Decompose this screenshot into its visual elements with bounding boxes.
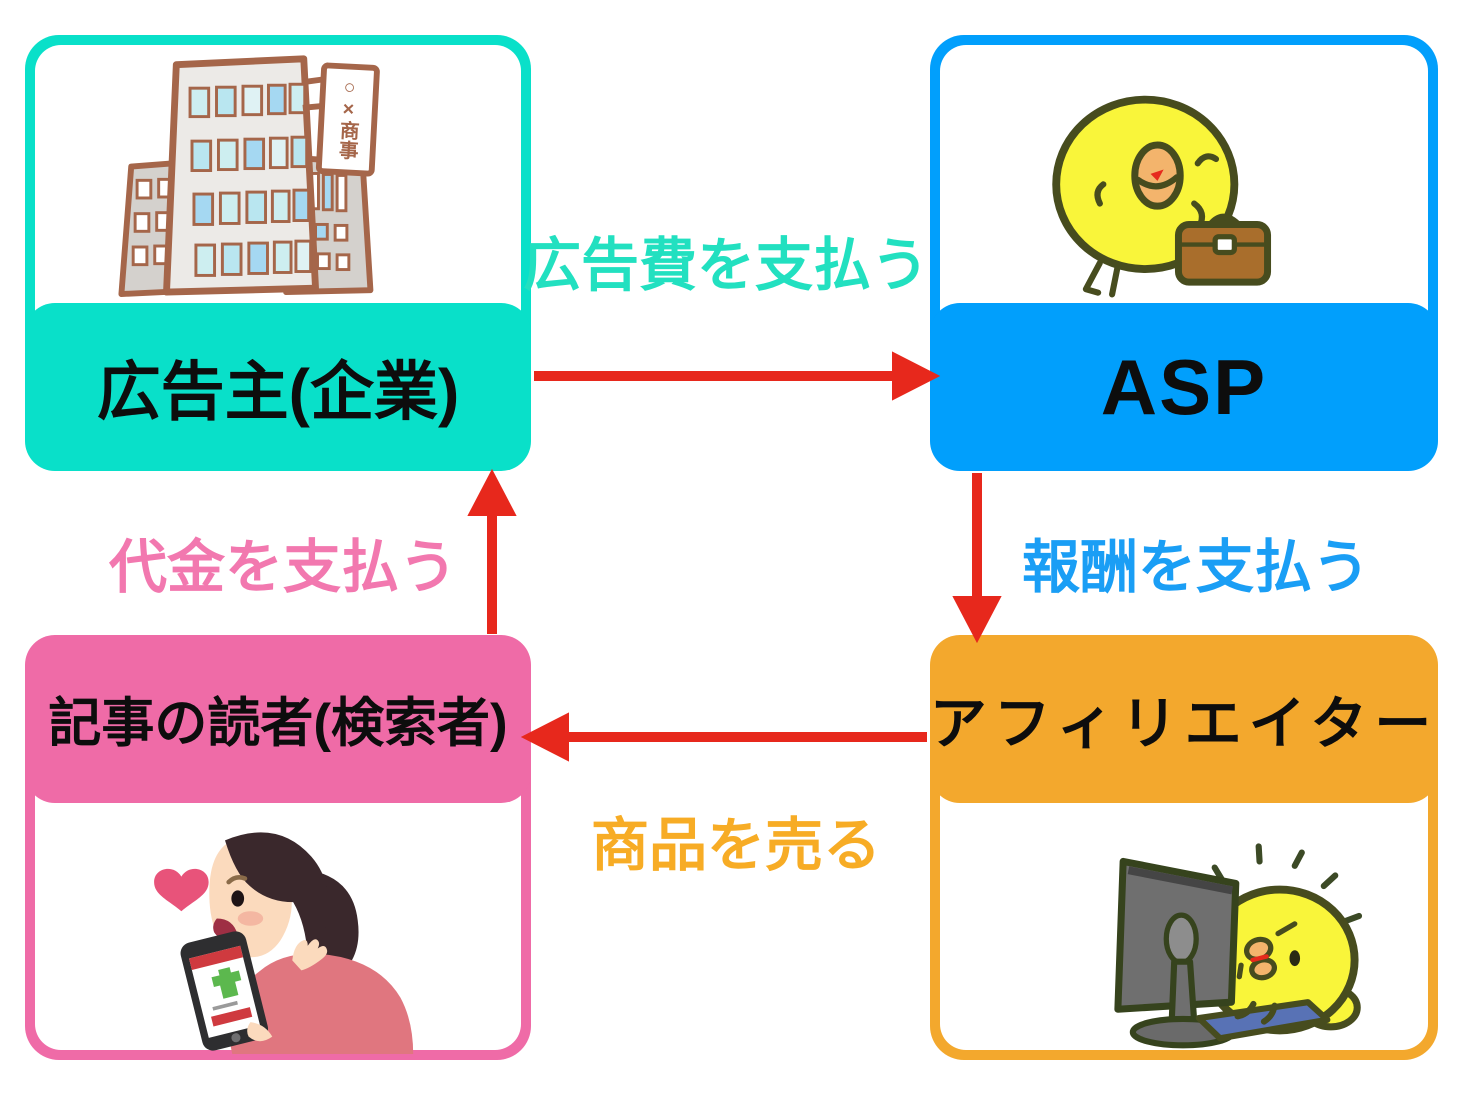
reader-box: 記事の読者(検索者) bbox=[25, 635, 531, 1060]
asp-label: ASP bbox=[1100, 342, 1268, 431]
advertiser-box: ○×商事 広告主(企業) bbox=[25, 35, 531, 471]
woman-smartphone-svg bbox=[154, 832, 414, 1054]
chick-briefcase-svg bbox=[1052, 95, 1272, 298]
company-sign-text: ○×商事 bbox=[335, 76, 362, 161]
advertiser-label: 広告主(企業) bbox=[96, 356, 460, 428]
chick-briefcase-illustration bbox=[1030, 90, 1292, 304]
arrow-asp-to-affiliater bbox=[952, 473, 1002, 644]
arrow-advertiser-to-asp bbox=[534, 351, 941, 401]
reader-label: 記事の読者(検索者) bbox=[48, 694, 508, 753]
asp-box: ASP bbox=[930, 35, 1438, 471]
chick-computer-svg bbox=[1114, 843, 1363, 1049]
advertiser-band: 広告主(企業) bbox=[25, 303, 531, 471]
flow-label-pay-ad-fee: 広告費を支払う bbox=[523, 233, 930, 298]
woman-smartphone-illustration bbox=[125, 813, 425, 1054]
affiliater-label: アフィリエイター bbox=[929, 692, 1439, 756]
affiliater-band: アフィリエイター bbox=[930, 635, 1438, 803]
chick-computer-illustration bbox=[1042, 835, 1368, 1055]
office-buildings-svg: ○×商事 bbox=[118, 55, 380, 297]
flow-label-sell-product: 商品を売る bbox=[590, 813, 881, 878]
reader-band: 記事の読者(検索者) bbox=[25, 635, 531, 803]
affiliater-box: アフィリエイター bbox=[930, 635, 1438, 1060]
asp-band: ASP bbox=[930, 303, 1438, 471]
arrow-reader-to-advertiser bbox=[467, 468, 517, 634]
flow-label-pay-price: 代金を支払う bbox=[108, 535, 457, 600]
flow-label-pay-reward: 報酬を支払う bbox=[1021, 535, 1370, 600]
office-buildings-illustration: ○×商事 bbox=[67, 47, 417, 297]
arrow-affiliater-to-reader bbox=[520, 712, 927, 762]
